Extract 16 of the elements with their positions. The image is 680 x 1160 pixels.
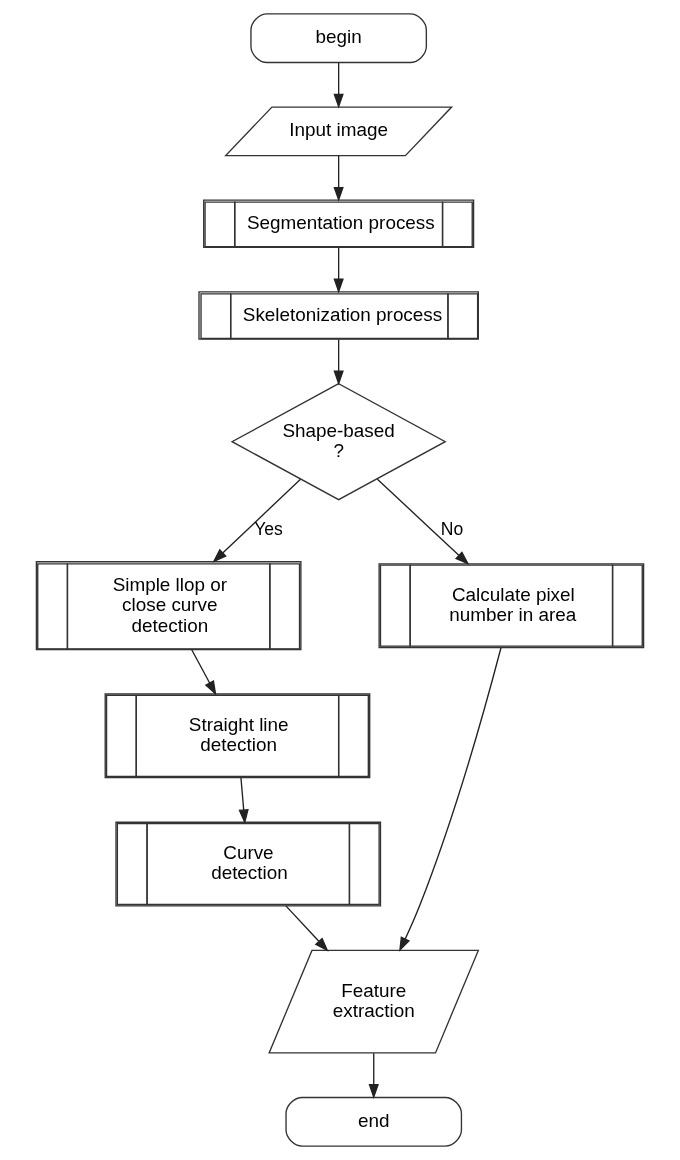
arrow <box>333 155 344 202</box>
arrow <box>333 246 344 294</box>
arrow <box>238 777 249 825</box>
arrow <box>191 649 217 696</box>
arrow <box>376 478 470 566</box>
arrow <box>333 62 344 109</box>
arrow <box>212 478 302 563</box>
arrow <box>333 338 344 386</box>
node-box: end <box>285 1096 463 1147</box>
node-box: begin <box>250 13 428 64</box>
node-diamond: Shape-based ? <box>230 382 447 501</box>
arrow <box>399 647 502 952</box>
edge-label: No <box>440 519 464 540</box>
arrow <box>368 1052 379 1099</box>
edge-label: Yes <box>254 519 283 540</box>
arrow <box>285 905 329 952</box>
